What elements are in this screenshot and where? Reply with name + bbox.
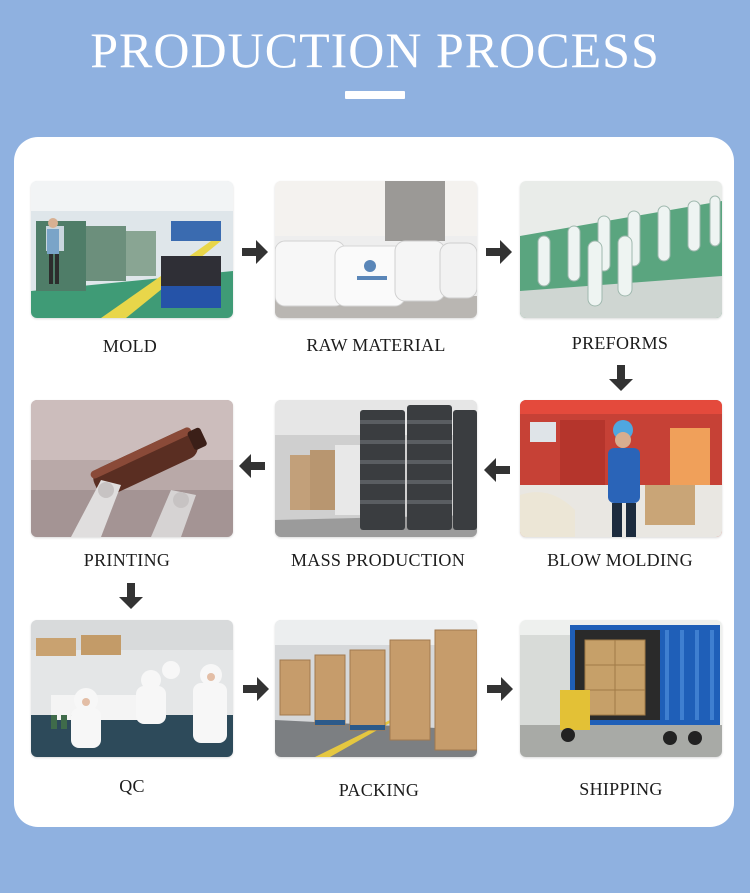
step-label-shipping: SHIPPING	[579, 779, 663, 799]
arrow-left-icon	[482, 455, 512, 485]
preforms-photo	[520, 181, 722, 318]
arrow-right-icon	[485, 674, 515, 704]
arrow-right-icon	[241, 674, 271, 704]
arrow-down-icon	[606, 363, 636, 393]
blow-molding-photo	[520, 400, 722, 537]
step-label-blow-molding: BLOW MOLDING	[547, 550, 693, 570]
step-label-mass-production: MASS PRODUCTION	[290, 550, 466, 570]
packing-photo	[275, 620, 477, 757]
step-label-preforms: PREFORMS	[571, 333, 669, 353]
step-label-printing: PRINTING	[83, 550, 171, 570]
arrow-down-icon	[116, 581, 146, 611]
step-label-qc: QC	[119, 776, 145, 796]
shipping-photo	[520, 620, 722, 757]
page-title: PRODUCTION PROCESS	[90, 22, 660, 78]
mold-photo	[31, 181, 233, 318]
arrow-right-icon	[240, 237, 270, 267]
qc-photo	[31, 620, 233, 757]
printing-photo	[31, 400, 233, 537]
title-underline	[345, 91, 405, 99]
raw-material-photo	[275, 181, 477, 318]
arrow-left-icon	[237, 451, 267, 481]
step-label-packing: PACKING	[338, 780, 420, 800]
arrow-right-icon	[484, 237, 514, 267]
step-label-raw-material: RAW MATERIAL	[306, 335, 446, 355]
mass-production-photo	[275, 400, 477, 537]
step-label-mold: MOLD	[102, 336, 158, 356]
